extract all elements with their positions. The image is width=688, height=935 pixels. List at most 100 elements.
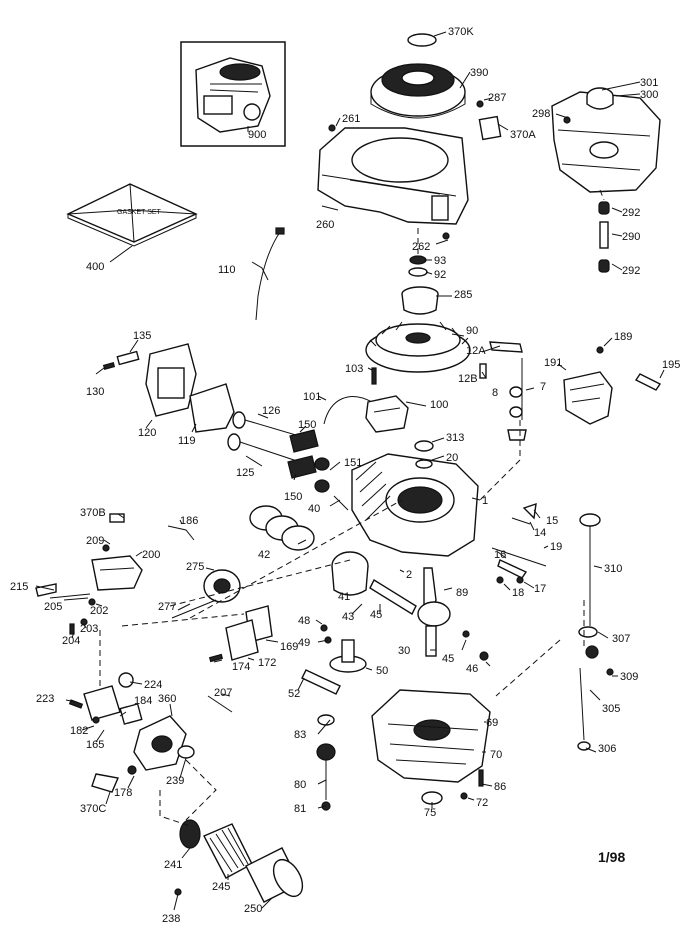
part-100-ignition-module bbox=[365, 395, 409, 433]
part-46-seal bbox=[479, 651, 489, 661]
part-305-fill-tube bbox=[579, 667, 585, 741]
label-42: 42 bbox=[258, 549, 270, 561]
label-18: 18 bbox=[512, 587, 524, 599]
part-110-ground-wire bbox=[255, 231, 281, 321]
part-8-seat bbox=[507, 429, 527, 441]
part-103-screw bbox=[371, 367, 377, 385]
label-238: 238 bbox=[162, 913, 180, 925]
part-370C-decal bbox=[91, 773, 119, 793]
part-200-governor-control bbox=[91, 555, 143, 591]
label-41: 41 bbox=[338, 591, 350, 603]
part-224-bowl-nut bbox=[118, 672, 134, 688]
part-390-rewind-starter bbox=[370, 63, 466, 119]
assembly-line-base bbox=[159, 790, 191, 827]
part-260-blower-housing bbox=[317, 127, 469, 225]
label-119: 119 bbox=[178, 435, 196, 447]
parts-layer bbox=[35, 31, 665, 911]
part-50-camshaft bbox=[329, 639, 367, 673]
label-103: 103 bbox=[345, 363, 363, 375]
part-20-seal bbox=[415, 459, 433, 469]
label-300: 300 bbox=[640, 89, 658, 101]
label-93: 93 bbox=[434, 255, 446, 267]
label-370A: 370A bbox=[510, 129, 536, 141]
label-277: 277 bbox=[158, 601, 176, 613]
part-52-tappet bbox=[301, 669, 341, 695]
part-12B-pin bbox=[479, 363, 487, 379]
label-17: 17 bbox=[534, 583, 546, 595]
part-120-breather-cover bbox=[145, 343, 197, 417]
part-305-cap bbox=[585, 645, 599, 659]
label-69: 69 bbox=[486, 717, 498, 729]
part-135-spark-plug bbox=[116, 350, 140, 366]
label-310: 310 bbox=[604, 563, 622, 575]
part-370K-seal bbox=[407, 33, 437, 47]
label-83: 83 bbox=[294, 729, 306, 741]
label-390: 390 bbox=[470, 67, 488, 79]
assembly-line-module bbox=[479, 420, 521, 501]
assembly-line-pin bbox=[169, 559, 351, 607]
label-125: 125 bbox=[236, 467, 254, 479]
label-7: 7 bbox=[540, 381, 546, 393]
gasket-set-label: GASKET SET bbox=[117, 209, 162, 216]
part-205-link bbox=[49, 593, 91, 599]
label-360: 360 bbox=[158, 693, 176, 705]
part-195-link bbox=[634, 373, 662, 391]
label-49: 49 bbox=[298, 637, 310, 649]
part-360-carburetor bbox=[133, 715, 187, 771]
label-292-bottom: 292 bbox=[622, 265, 640, 277]
label-292-top: 292 bbox=[622, 207, 640, 219]
label-298: 298 bbox=[532, 108, 550, 120]
part-92-washer bbox=[408, 267, 428, 277]
label-70: 70 bbox=[490, 749, 502, 761]
part-313-seal bbox=[414, 440, 434, 452]
label-370B: 370B bbox=[80, 507, 106, 519]
part-400-gasket-set bbox=[66, 183, 198, 247]
label-50: 50 bbox=[376, 665, 388, 677]
label-313: 313 bbox=[446, 432, 464, 444]
label-75: 75 bbox=[424, 807, 436, 819]
part-48-screw bbox=[320, 624, 328, 632]
label-12B: 12B bbox=[458, 373, 478, 385]
part-209-screw bbox=[102, 544, 110, 552]
label-101: 101 bbox=[303, 391, 321, 403]
label-165: 165 bbox=[86, 739, 104, 751]
part-165-primer bbox=[83, 685, 121, 721]
label-150-top: 150 bbox=[298, 419, 316, 431]
label-287: 287 bbox=[488, 92, 506, 104]
label-204: 204 bbox=[62, 635, 80, 647]
label-15: 15 bbox=[546, 515, 558, 527]
label-178: 178 bbox=[114, 787, 132, 799]
label-92: 92 bbox=[434, 269, 446, 281]
part-223-screw bbox=[68, 699, 84, 709]
label-290: 290 bbox=[622, 231, 640, 243]
label-261: 261 bbox=[342, 113, 360, 125]
part-277-pin bbox=[171, 599, 217, 619]
label-86: 86 bbox=[494, 781, 506, 793]
label-135: 135 bbox=[133, 330, 151, 342]
part-70-crankcase-sump bbox=[371, 689, 491, 783]
part-290-fuel-line bbox=[599, 221, 609, 249]
label-40: 40 bbox=[308, 503, 320, 515]
label-81: 81 bbox=[294, 803, 306, 815]
assembly-line-filter bbox=[185, 759, 217, 821]
part-239-gasket bbox=[177, 745, 195, 759]
assembly-line-piston bbox=[189, 499, 403, 619]
label-172: 172 bbox=[258, 657, 276, 669]
label-191: 191 bbox=[544, 357, 562, 369]
label-120: 120 bbox=[138, 427, 156, 439]
part-125-valve bbox=[227, 433, 301, 463]
label-80: 80 bbox=[294, 779, 306, 791]
label-200: 200 bbox=[142, 549, 160, 561]
part-292-clamp-bottom bbox=[598, 259, 610, 273]
label-12A: 12A bbox=[466, 345, 486, 357]
label-306: 306 bbox=[598, 743, 616, 755]
part-150-valve-spring bbox=[287, 429, 319, 479]
part-119-gasket bbox=[189, 383, 235, 433]
label-174: 174 bbox=[232, 661, 250, 673]
label-45-rod: 45 bbox=[370, 609, 382, 621]
part-8-grommet bbox=[509, 386, 523, 398]
part-130-screw bbox=[102, 362, 116, 370]
part-292-clamp-top bbox=[598, 201, 610, 215]
label-30: 30 bbox=[398, 645, 410, 657]
